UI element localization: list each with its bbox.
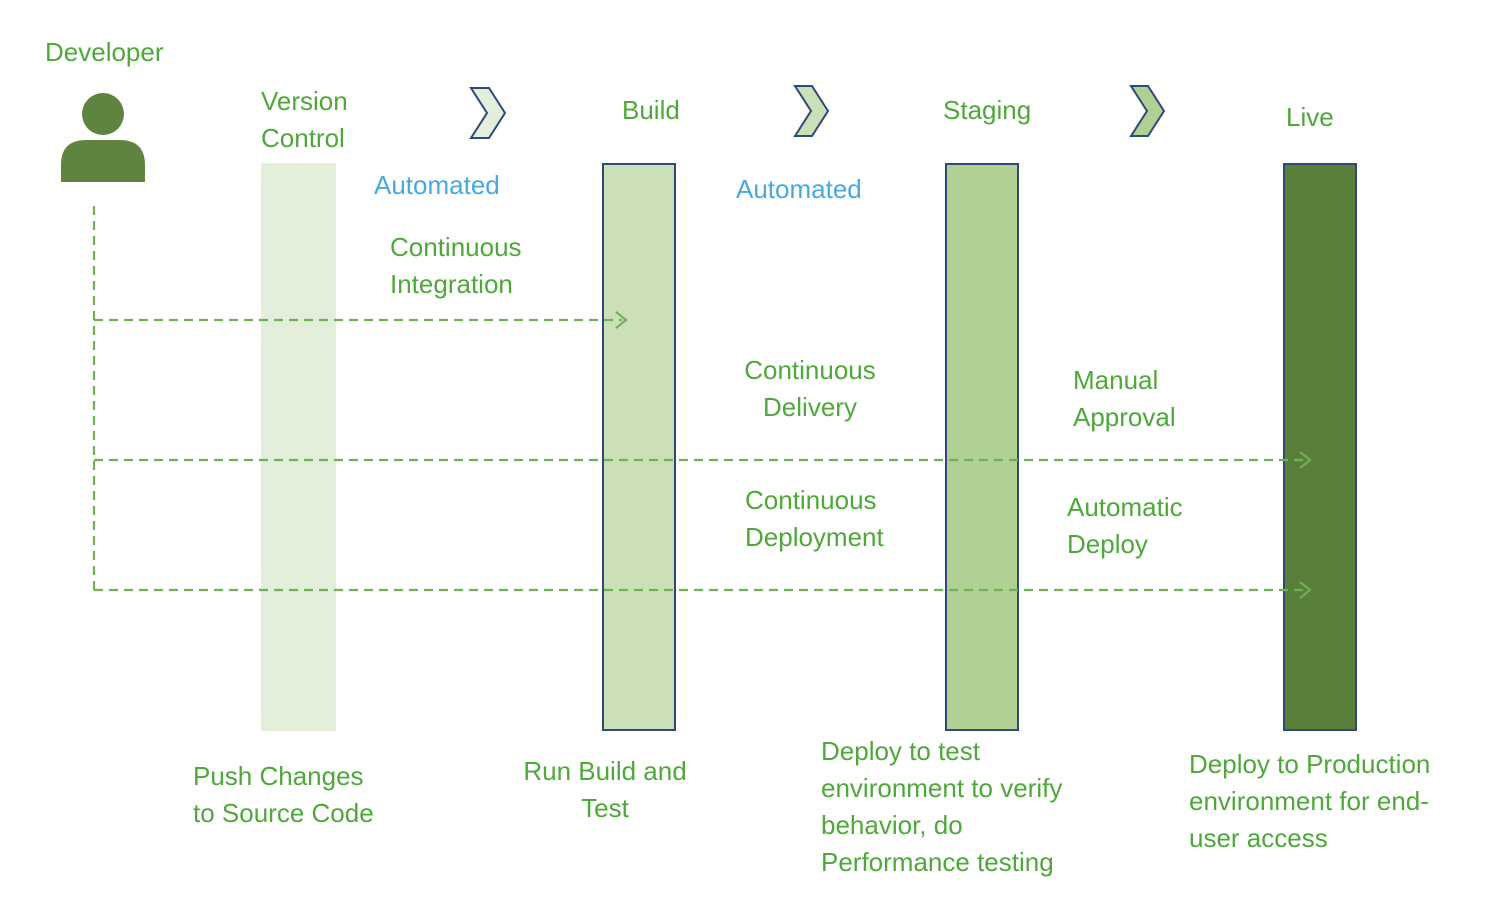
live-description: Deploy to Production environment for end… — [1189, 749, 1431, 853]
automatic-deploy-label: Automatic Deploy — [1067, 492, 1183, 559]
live-bar — [1283, 163, 1357, 731]
stage-version-control-label: Version Control — [261, 86, 348, 153]
automated-label-ci: Automated — [374, 170, 500, 200]
stage-staging-label: Staging — [943, 95, 1032, 125]
deployment-arrowhead-icon — [1299, 581, 1312, 599]
build-description: Run Build and Test — [523, 756, 687, 823]
continuous-integration-label: Continuous Integration — [390, 232, 522, 299]
chevron-right-icon — [1129, 85, 1166, 137]
staging-description: Deploy to test environment to verify beh… — [821, 736, 1063, 877]
ci-arrowhead-icon — [615, 311, 628, 329]
staging-bar — [945, 163, 1019, 731]
developer-label: Developer — [45, 37, 164, 67]
automated-label-delivery: Automated — [736, 174, 862, 204]
stage-live-label: Live — [1286, 102, 1334, 132]
version-control-bar — [261, 163, 336, 731]
chevron-right-icon — [793, 85, 830, 137]
person-icon — [61, 93, 145, 182]
build-bar — [602, 163, 676, 731]
manual-approval-label: Manual Approval — [1073, 365, 1176, 432]
chevron-right-icon — [469, 87, 507, 139]
continuous-deployment-label: Continuous Deployment — [745, 485, 884, 552]
continuous-delivery-label: Continuous Delivery — [744, 355, 876, 422]
stage-build-label: Build — [622, 95, 680, 125]
version-control-description: Push Changes to Source Code — [193, 761, 374, 828]
delivery-arrowhead-icon — [1299, 451, 1312, 469]
